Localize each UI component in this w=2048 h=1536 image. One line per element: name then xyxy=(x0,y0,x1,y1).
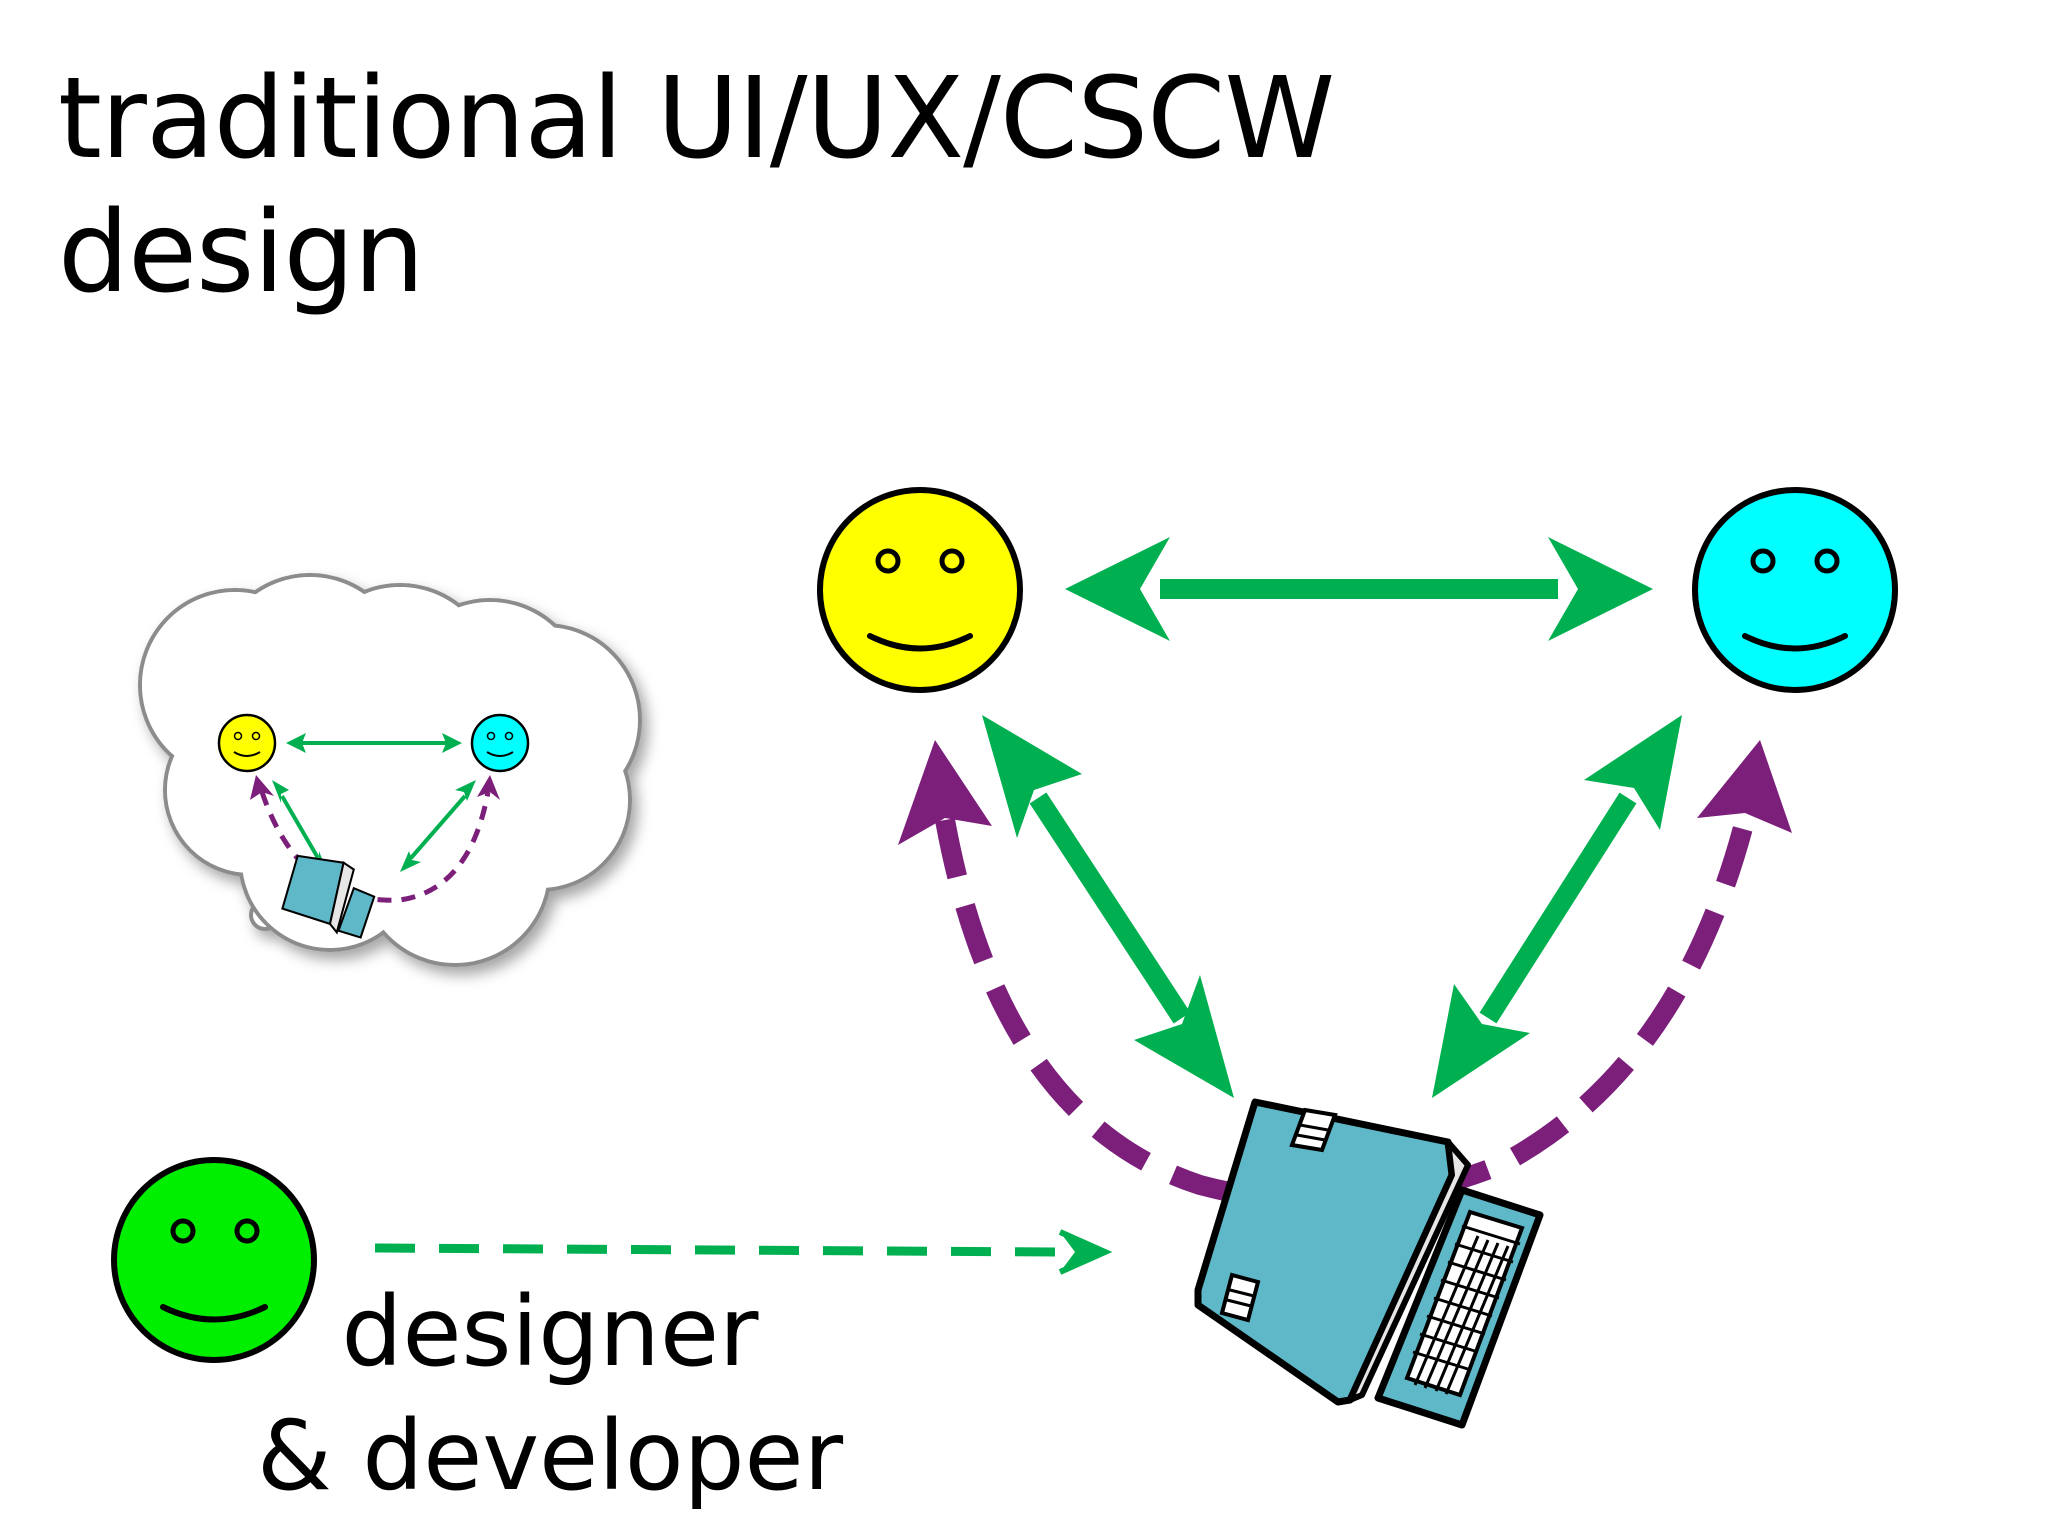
mini-diagram xyxy=(217,713,530,939)
title-line-2: design xyxy=(58,188,425,318)
designer-label-line-2: & developer xyxy=(256,1400,844,1512)
arrow-purple-dashed xyxy=(898,740,1792,1211)
thought-cloud-icon xyxy=(138,573,642,967)
mini-smiley-cyan-icon xyxy=(470,713,530,773)
smiley-yellow-icon xyxy=(817,487,1023,693)
computer-icon xyxy=(1194,1098,1544,1429)
title-line-1: traditional UI/UX/CSCW xyxy=(58,54,1335,184)
arrow-yellow-to-computer xyxy=(982,715,1234,1098)
arrow-designer-to-computer xyxy=(374,1229,1113,1275)
smiley-cyan-icon xyxy=(1692,487,1898,693)
mini-smiley-yellow-icon xyxy=(217,713,277,773)
arrow-cyan-to-computer xyxy=(1432,715,1682,1098)
arrow-user-to-user xyxy=(1065,537,1653,641)
mini-computer-icon xyxy=(281,854,376,939)
smiley-green-icon xyxy=(111,1157,317,1363)
slide-title: traditional UI/UX/CSCW design xyxy=(58,52,1335,320)
designer-label-line-1: designer xyxy=(341,1276,759,1388)
designer-label: designer & developer xyxy=(250,1270,850,1518)
